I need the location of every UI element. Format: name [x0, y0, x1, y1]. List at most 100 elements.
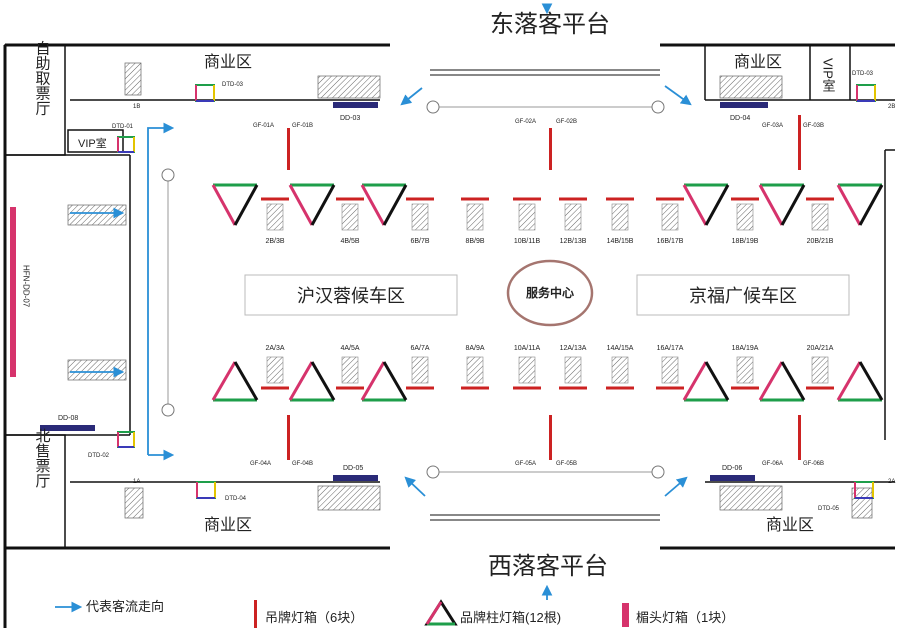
gf-02a-label: GF-02A [515, 119, 536, 125]
west-platform-label: 西落客平台 [488, 553, 608, 580]
top-gate-box [611, 203, 629, 231]
legend-pillar-label: 品牌柱灯箱(12根) [460, 610, 561, 625]
top-gate-box [811, 203, 829, 231]
pillar-lightbox [211, 361, 259, 402]
dtd-02-label: DTD-02 [88, 453, 110, 459]
service-center-ring [506, 259, 594, 327]
pillar-lightbox [758, 183, 806, 226]
bottom-gate-box [811, 356, 829, 384]
dtd-01-label: DTD-01 [112, 124, 134, 130]
commercial-label-bl: 商业区 [204, 516, 252, 534]
gf-06b-label: GF-06B [803, 461, 824, 467]
legend-hanging-label: 吊牌灯箱（6块） [265, 610, 363, 625]
legend-lintel-label: 楣头灯箱（1块） [636, 610, 734, 625]
gf-01b-label: GF-01B [292, 123, 313, 129]
waiting-right-box [636, 274, 850, 316]
top-gate-box [411, 203, 429, 231]
dd-bars [40, 102, 768, 481]
dd-05-label: DD-05 [343, 465, 363, 472]
label-1b: 1B [133, 104, 140, 110]
legend-symbols [254, 599, 629, 628]
bottom-gate-label: 18A/19A [732, 345, 759, 352]
stairs [67, 62, 873, 519]
north-ticket-hall-label: 北售票厅 [34, 428, 51, 488]
rails [167, 69, 660, 521]
dtd-03-label: DTD-03 [222, 82, 244, 88]
pillar-lightbox [360, 361, 408, 402]
bottom-gate-label: 14A/15A [607, 345, 634, 352]
top-gate-box [518, 203, 536, 231]
label-2a: 2A [888, 479, 895, 485]
hanging-signs [287, 115, 801, 460]
gf-04b-label: GF-04B [292, 461, 313, 467]
top-gate-box [266, 203, 284, 231]
bottom-gate-box [736, 356, 754, 384]
vip-label-left: VIP室 [78, 136, 107, 150]
bottom-gate-label: 4A/5A [340, 345, 359, 352]
pillar-lightbox [288, 183, 336, 226]
top-gate-label: 4B/5B [340, 238, 359, 245]
top-gate-label: 14B/15B [607, 238, 634, 245]
pillar-lightbox [211, 183, 259, 226]
diagram-text: 东落客平台 西落客平台 商业区 商业区 商业区 商业区 自助取票厅 北售票厅 V… [22, 11, 896, 625]
waiting-right-label: 京福广候车区 [689, 286, 797, 306]
label-1a: 1A [133, 479, 140, 485]
pillar-lightbox [288, 361, 336, 402]
top-gate-label: 6B/7B [410, 238, 429, 245]
top-gate-box [661, 203, 679, 231]
service-center-label: 服务中心 [526, 285, 574, 300]
gate-rows: 2B/3B2A/3A4B/5B4A/5A6B/7B6A/7A8B/9B8A/9A… [261, 197, 834, 390]
dd-03-label: DD-03 [340, 115, 360, 122]
top-gate-label: 12B/13B [560, 238, 587, 245]
waiting-left-box [244, 274, 458, 316]
dd-04-label: DD-04 [730, 115, 750, 122]
bottom-gate-label: 12A/13A [560, 345, 587, 352]
gf-02b-label: GF-02B [556, 119, 577, 125]
east-platform-label: 东落客平台 [490, 11, 610, 38]
pillar-lightbox [836, 361, 884, 402]
self-ticket-hall-label: 自助取票厅 [34, 41, 51, 116]
pillar-lightboxes [211, 183, 884, 402]
top-gate-box [466, 203, 484, 231]
dtd-04-label: DTD-04 [225, 496, 247, 502]
pillar-lightbox [682, 361, 730, 402]
bottom-gate-label: 20A/21A [807, 345, 834, 352]
bottom-gate-box [518, 356, 536, 384]
walls [3, 43, 895, 628]
top-gate-label: 8B/9B [465, 238, 484, 245]
top-gate-label: 10B/11B [514, 238, 541, 245]
bottom-gate-box [611, 356, 629, 384]
bottom-gate-box [411, 356, 429, 384]
top-gate-label: 2B/3B [265, 238, 284, 245]
vip-label-right: VIP室 [821, 58, 836, 92]
gf-05a-label: GF-05A [515, 461, 536, 467]
bottom-gate-box [661, 356, 679, 384]
hfn-label: HFN-DD-07 [22, 265, 31, 308]
bottom-gate-label: 8A/9A [465, 345, 484, 352]
pillar-lightbox [836, 183, 884, 226]
pillar-lightbox [360, 183, 408, 226]
top-gate-box [736, 203, 754, 231]
label-2b: 2B [888, 104, 895, 110]
bottom-gate-box [466, 356, 484, 384]
commercial-label-tl: 商业区 [204, 53, 252, 71]
dtd-05-label: DTD-05 [818, 506, 840, 512]
dtd-03-right-label: DTD-03 [852, 71, 874, 77]
top-gate-label: 18B/19B [732, 238, 759, 245]
gf-01a-label: GF-01A [253, 123, 274, 129]
pillar-lightbox [758, 361, 806, 402]
commercial-label-br: 商业区 [766, 516, 814, 534]
bottom-gate-label: 2A/3A [265, 345, 284, 352]
waiting-left-label: 沪汉蓉候车区 [297, 286, 405, 306]
pillar-lightbox [682, 183, 730, 226]
gf-05b-label: GF-05B [556, 461, 577, 467]
dd-08-label: DD-08 [58, 415, 78, 422]
top-gate-label: 20B/21B [807, 238, 834, 245]
flow-arrows [55, 3, 692, 613]
dd-06-label: DD-06 [722, 465, 742, 472]
gf-06a-label: GF-06A [762, 461, 783, 467]
inner-walls [4, 44, 895, 549]
bottom-gate-label: 10A/11A [514, 345, 541, 352]
